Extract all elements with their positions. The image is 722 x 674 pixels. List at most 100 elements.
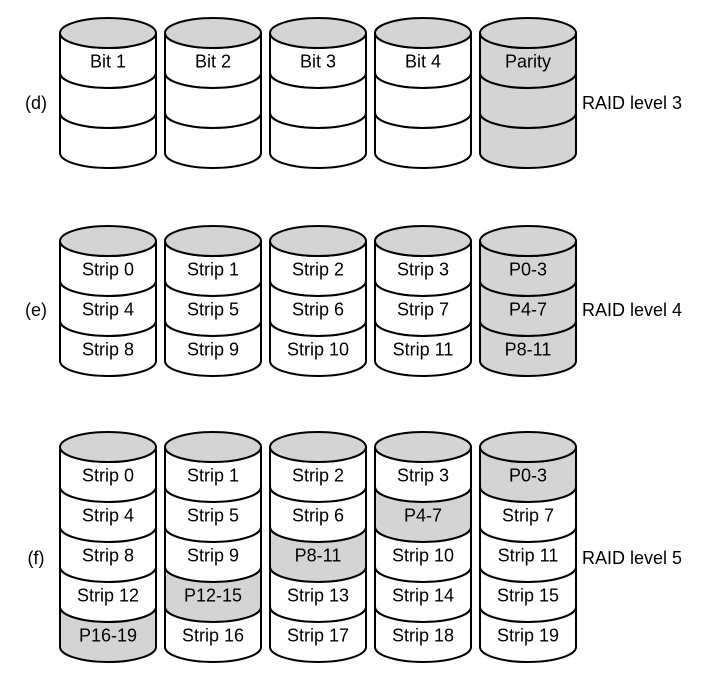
group-d-disks: Bit 1 Bit 2 Bit 3 Bit 4 Parity [59,17,577,169]
cell-label: Strip 13 [287,586,349,606]
data-cell [374,320,472,377]
cell-label: Bit 4 [405,52,441,72]
group-e-letter: (e) [25,300,47,320]
disk: Strip 0 Strip 4 Strip 8 Strip 12 P16-19 [59,431,157,663]
cell-label: P8-11 [505,340,552,360]
parity-cell [59,606,157,663]
group-f-letter: (f) [28,548,45,568]
cell-label: Strip 2 [292,260,344,280]
cell-label: Bit 1 [90,52,126,72]
group-d: Bit 1 Bit 2 Bit 3 Bit 4 Parity (d) RAID leve… [25,17,682,169]
cell-label: Strip 6 [292,506,344,526]
data-cell [59,112,157,169]
cell-label: Strip 14 [392,586,454,606]
data-cell [374,606,472,663]
cell-label: Strip 10 [287,340,349,360]
data-cell [59,320,157,377]
disk: Bit 1 [59,17,157,169]
data-cell [374,112,472,169]
cell-label: Strip 12 [77,586,139,606]
cell-label: Strip 16 [182,626,244,646]
disk: Bit 2 [164,17,262,169]
disk-top-cap [479,225,577,257]
cell-label: Strip 15 [497,586,559,606]
cell-label: Strip 9 [187,340,239,360]
cell-label: Strip 10 [392,546,454,566]
disk-top-cap [479,17,577,49]
disk-top-cap [59,225,157,257]
cell-label: Strip 7 [397,300,449,320]
disk-top-cap [164,17,262,49]
cell-label: Strip 11 [498,546,559,566]
cell-label: Strip 5 [187,506,239,526]
group-e-level-label: RAID level 4 [582,300,682,320]
disk: Strip 3 Strip 7 Strip 11 [374,225,472,377]
cell-label: P8-11 [295,546,342,566]
cell-label: Strip 18 [392,626,454,646]
disk: Parity [479,17,577,169]
disk-top-cap [164,225,262,257]
cell-label: Strip 11 [393,340,454,360]
parity-cell [479,112,577,169]
group-f-level-label: RAID level 5 [582,548,682,568]
cell-label: Strip 1 [187,260,239,280]
disk-top-cap [164,431,262,463]
data-cell [269,112,367,169]
disk: Strip 0 Strip 4 Strip 8 [59,225,157,377]
cell-label: Strip 8 [82,340,134,360]
cell-label: Strip 3 [397,260,449,280]
cell-label: Strip 1 [187,466,239,486]
cell-label: Strip 7 [502,506,554,526]
disk-top-cap [269,225,367,257]
cell-label: P4-7 [509,300,547,320]
disk: Strip 1 Strip 5 Strip 9 [164,225,262,377]
cell-label: Strip 0 [82,466,134,486]
cell-label: Strip 8 [82,546,134,566]
data-cell [164,606,262,663]
cell-label: P0-3 [509,466,547,486]
cell-label: Bit 3 [300,52,336,72]
disk-top-cap [374,225,472,257]
group-d-letter: (d) [25,93,47,113]
cell-label: P12-15 [184,586,242,606]
parity-cell [479,320,577,377]
cell-label: Strip 5 [187,300,239,320]
data-cell [479,606,577,663]
disk-top-cap [59,17,157,49]
group-d-level-label: RAID level 3 [582,93,682,113]
cell-label: Strip 3 [397,466,449,486]
disk: Bit 4 [374,17,472,169]
cell-label: Strip 2 [292,466,344,486]
cell-label: P4-7 [404,506,442,526]
disk: Bit 3 [269,17,367,169]
disk-top-cap [269,17,367,49]
cell-label: Strip 0 [82,260,134,280]
disk: Strip 2 Strip 6 Strip 10 [269,225,367,377]
cell-label: Strip 19 [497,626,559,646]
cell-label: Strip 4 [82,300,134,320]
disk-top-cap [59,431,157,463]
data-cell [164,320,262,377]
cell-label: P0-3 [509,260,547,280]
disk-top-cap [374,17,472,49]
cell-label: Strip 4 [82,506,134,526]
disk-top-cap [479,431,577,463]
cell-label: Parity [505,52,551,72]
cell-label: Strip 6 [292,300,344,320]
disk: P0-3P4-7P8-11 [479,225,577,377]
data-cell [269,320,367,377]
cell-label: P16-19 [79,626,137,646]
cell-label: Strip 17 [287,626,349,646]
data-cell [269,606,367,663]
cell-label: Strip 9 [187,546,239,566]
disk-top-cap [374,431,472,463]
cell-label: Bit 2 [195,52,231,72]
